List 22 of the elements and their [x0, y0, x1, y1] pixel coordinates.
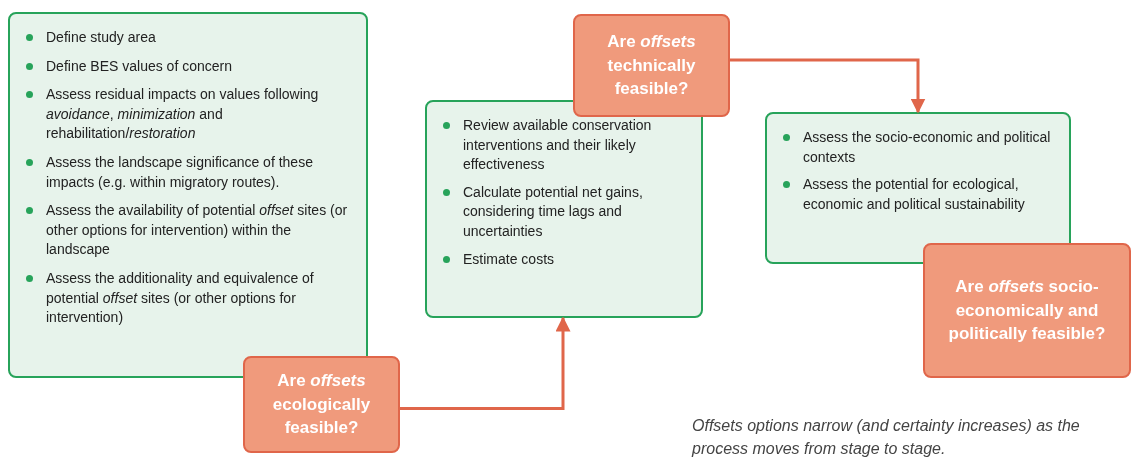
question-box — [243, 356, 400, 453]
arrow — [730, 58, 926, 114]
arrow — [400, 316, 571, 410]
bullet-text: Assess the socio-economic and political contexts — [803, 128, 1052, 167]
step-box — [765, 112, 1071, 264]
question-text: Are offsets socio-economically and politically feasible? — [947, 276, 1107, 346]
bullet-text: Assess the availability of potential offset sites (or other options for intervention) within the landscape — [46, 201, 349, 260]
bullet-text: Calculate potential net gains, considering time lags and uncertainties — [463, 182, 644, 241]
question-text: Are offsets ecologically feasible? — [271, 370, 372, 440]
bullet-text: Assess residual impacts on values following avoidance, minimization and rehabilitation/restoration — [46, 85, 320, 144]
bullet-text: Assess the additionality and equivalence of potential offset sites (or other options for intervention) — [46, 268, 315, 328]
question-box — [923, 243, 1131, 378]
bullet-text: Estimate costs — [463, 249, 555, 269]
bullet-text: Assess the potential for ecological, economic and political sustainability — [803, 175, 1026, 214]
bullet-text: Define study area — [46, 28, 156, 47]
step-box — [425, 100, 703, 318]
question-box — [573, 14, 730, 117]
bullet-text: Review available conservation interventions and their likely effectiveness — [463, 116, 653, 175]
bullet-text: Assess the landscape significance of these impacts (e.g. within migratory routes). — [46, 152, 314, 192]
caption-text: Offsets options narrow (and certainty increases) as the process moves from stage to stage. — [692, 416, 1081, 460]
question-text: Are offsets technically feasible? — [606, 31, 697, 101]
bullet-text: Define BES values of concern — [46, 56, 232, 76]
